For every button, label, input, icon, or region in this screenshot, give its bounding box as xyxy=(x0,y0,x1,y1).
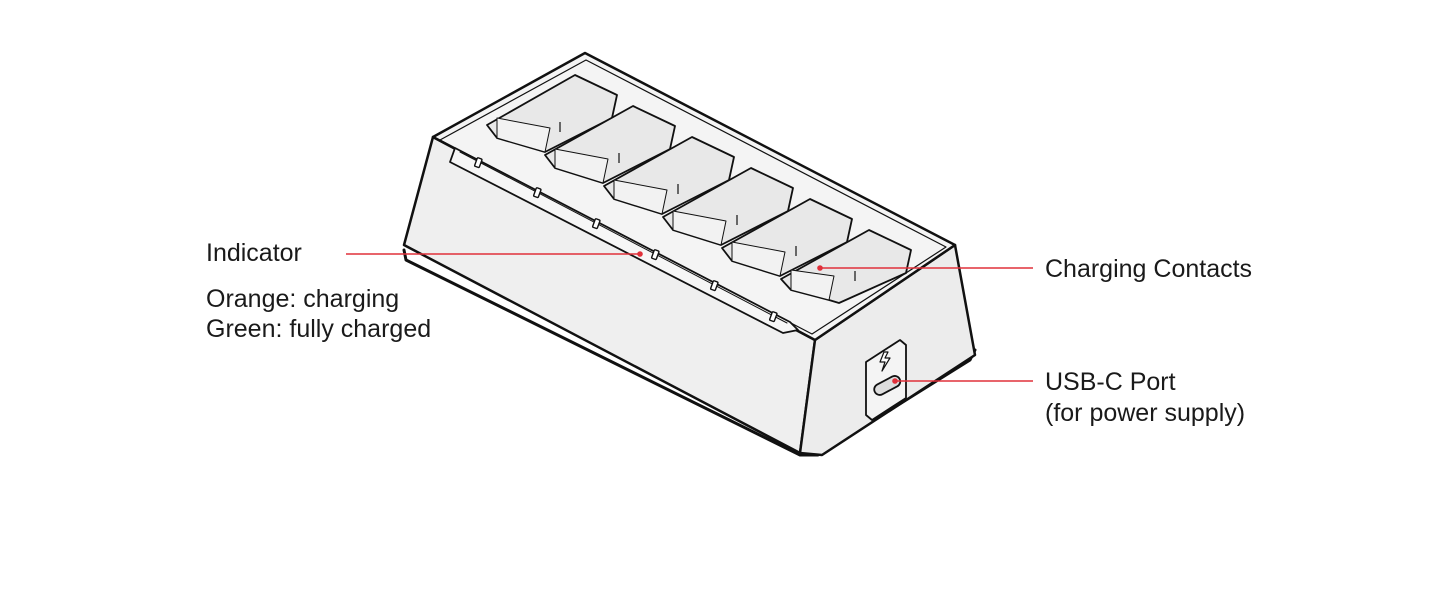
indicator-led xyxy=(591,218,601,230)
usb-c-port xyxy=(865,339,907,421)
indicator-led xyxy=(532,187,542,199)
indicator-green-description: Green: fully charged xyxy=(206,315,432,343)
battery-slots xyxy=(486,74,912,304)
contacts-leader-dot xyxy=(817,265,823,271)
indicator-orange-description: Orange: charging xyxy=(206,285,400,313)
battery-slot xyxy=(544,105,676,184)
indicator-led xyxy=(768,311,778,323)
charging-contacts-label: Charging Contacts xyxy=(1045,255,1253,283)
leader-lines xyxy=(346,251,1033,384)
indicator-led xyxy=(473,157,483,169)
indicator-led xyxy=(709,280,719,292)
indicator-label: Indicator xyxy=(206,239,302,267)
indicator-led xyxy=(650,249,660,261)
indicator-leds xyxy=(473,157,778,323)
battery-slot xyxy=(780,229,912,304)
indicator-leader-dot xyxy=(637,251,643,257)
lightning-icon xyxy=(879,351,891,372)
battery-slot xyxy=(662,167,794,246)
usb-leader-dot xyxy=(892,378,898,384)
usb-c-port-description: (for power supply) xyxy=(1045,399,1246,427)
usb-c-port-label: USB-C Port xyxy=(1045,368,1176,396)
